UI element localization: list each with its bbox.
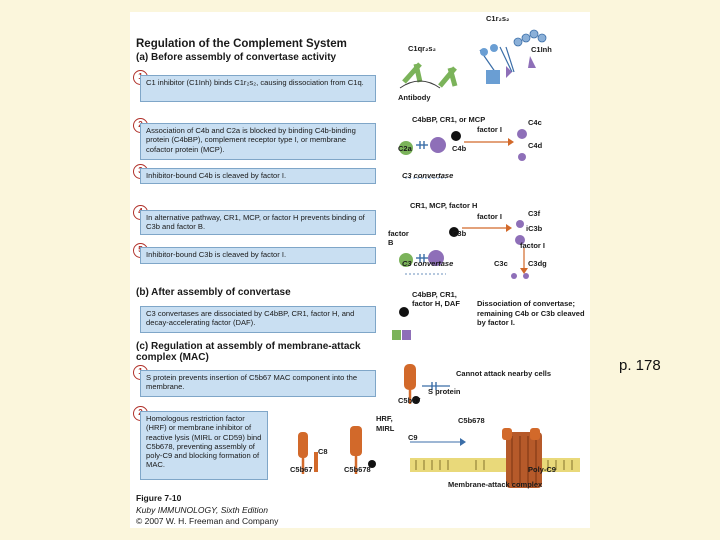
label-c4c: C4c: [528, 118, 542, 127]
step-a2-box: Association of C4b and C2a is blocked by…: [140, 123, 376, 160]
label-poly-c9: Poly-C9: [528, 465, 556, 474]
figure-copyright: © 2007 W. H. Freeman and Company: [136, 516, 279, 526]
label-factor-i-b: factor I: [477, 212, 503, 221]
step-c2-box: Homologous restriction factor (HRF) or m…: [140, 411, 268, 480]
label-c5b678-bottom: C5b678: [344, 465, 371, 474]
page-number: p. 178: [619, 357, 661, 374]
label-c3-convertase-a: C3 convertase: [402, 171, 454, 180]
label-ic3b: iC3b: [526, 224, 543, 233]
label-antibody: Antibody: [398, 93, 431, 102]
label-s-protein: S protein: [428, 387, 461, 396]
c1-complex-illustration: [399, 29, 547, 89]
label-factor-b: factor B: [388, 229, 409, 247]
label-c4bbp-cr1-mcp: C4bBP, CR1, or MCP: [412, 115, 486, 124]
label-c9: C9: [408, 433, 418, 442]
label-c5b67-top: C5b67: [398, 396, 421, 405]
dissociation-illustration: [392, 307, 411, 340]
mac-illustration: [298, 426, 580, 488]
label-factor-i-a: factor I: [477, 125, 503, 134]
complement-diagram: [298, 29, 580, 488]
label-c3b: C3b: [452, 229, 467, 238]
section-c-heading-line1: (c) Regulation at assembly of membrane-a…: [136, 341, 361, 352]
label-c5b678-top: C5b678: [458, 416, 485, 425]
figure-title: Regulation of the Complement System: [136, 38, 347, 50]
step-a5-box: Inhibitor-bound C3b is cleaved by factor…: [140, 247, 376, 264]
label-c1qr2s2: C1qr₂s₂: [408, 44, 436, 53]
c3b-block-illustration: [399, 220, 529, 279]
step-c1-box: S protein prevents insertion of C5b67 MA…: [140, 370, 376, 397]
s-protein-illustration: [404, 364, 450, 404]
label-factor-i-c: factor I: [520, 241, 546, 250]
step-b-box: C3 convertases are dissociated by C4bBP,…: [140, 306, 376, 333]
label-c3-convertase-b: C3 convertase: [402, 259, 454, 268]
figure-number: Figure 7-10: [136, 493, 182, 503]
label-c5b67-bottom: C5b67: [290, 465, 313, 474]
label-c8: C8: [318, 447, 328, 456]
label-cr1-mcp-factor-h: CR1, MCP, factor H: [410, 201, 478, 210]
section-c-heading-line2: complex (MAC): [136, 352, 209, 363]
label-c2a: C2a: [398, 144, 412, 153]
label-c3f: C3f: [528, 209, 541, 218]
label-cannot-attack: Cannot attack nearby cells: [456, 369, 552, 378]
step-a3-box: Inhibitor-bound C4b is cleaved by factor…: [140, 168, 376, 184]
label-hrf-mirl: HRF, MIRL: [376, 414, 395, 433]
label-b-result: Dissociation of convertase; remaining C4…: [477, 299, 585, 327]
section-b-heading: (b) After assembly of convertase: [136, 287, 291, 298]
label-c1r2s2: C1r₂s₂: [486, 14, 510, 23]
step-a4-box: In alternative pathway, CR1, MCP, or fac…: [140, 210, 376, 235]
label-c3dg: C3dg: [528, 259, 547, 268]
label-c4b: C4b: [452, 144, 467, 153]
label-c4d: C4d: [528, 141, 543, 150]
c4b-block-illustration: [399, 129, 527, 179]
section-a-heading: (a) Before assembly of convertase activi…: [136, 52, 337, 63]
label-c1inh: C1Inh: [531, 45, 552, 54]
label-b-inhibitors: C4bBP, CR1, factor H, DAF: [412, 290, 460, 308]
step-a1-box: C1 inhibitor (C1Inh) binds C1r₂s₂, causi…: [140, 75, 376, 102]
label-c3c: C3c: [494, 259, 508, 268]
figure-source: Kuby IMMUNOLOGY, Sixth Edition: [136, 505, 268, 515]
label-mac: Membrane-attack complex: [448, 480, 543, 489]
